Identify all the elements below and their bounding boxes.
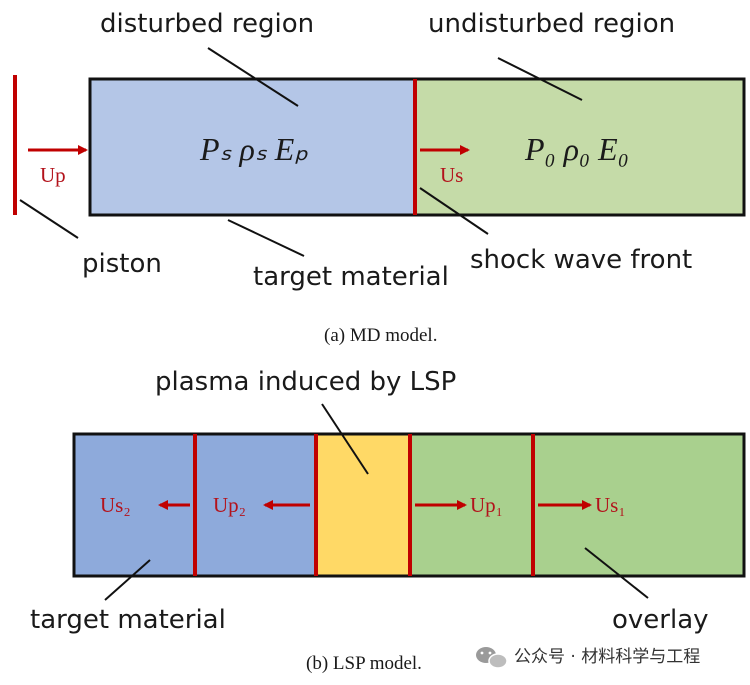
lsp-caption: (b) LSP model. xyxy=(306,653,422,674)
up1-label: Up₁ xyxy=(470,493,503,517)
us-label: Us xyxy=(440,163,463,187)
disturbed-region xyxy=(90,79,415,215)
plasma-leader xyxy=(321,403,369,475)
undisturbed-leader xyxy=(497,57,583,101)
watermark: 公众号 · 材料科学与工程 xyxy=(476,647,700,669)
undisturbed-region-label: undisturbed region xyxy=(428,9,675,39)
md-model-diagram: Up Us Pₛ ρₛ Eₚ P₀ ρ₀ E₀ disturbed region… xyxy=(13,9,746,346)
lsp-model-diagram: Us₂ Up₂ Up₁ Us₁ plasma induced by LSP ta… xyxy=(30,367,746,674)
shock-front-leader xyxy=(419,187,489,235)
watermark-text: 公众号 · 材料科学与工程 xyxy=(514,647,700,667)
plasma-label: plasma induced by LSP xyxy=(155,367,456,397)
plasma-region xyxy=(316,434,410,576)
disturbed-vars: Pₛ ρₛ Eₚ xyxy=(199,131,308,167)
md-caption: (a) MD model. xyxy=(324,325,437,346)
us1-label: Us₁ xyxy=(595,493,626,517)
shock-front-label: shock wave front xyxy=(470,245,692,275)
lsp-target-label: target material xyxy=(30,605,226,635)
lsp-target-leader xyxy=(104,559,151,601)
piston-leader xyxy=(19,199,79,239)
us2-label: Us₂ xyxy=(100,493,131,517)
wechat-icon xyxy=(476,647,508,669)
piston-label: piston xyxy=(82,249,162,279)
up2-label: Up₂ xyxy=(213,493,246,517)
undisturbed-vars: P₀ ρ₀ E₀ xyxy=(524,131,629,167)
overlay-leader xyxy=(584,547,649,599)
target-label: target material xyxy=(253,262,449,292)
disturbed-region-label: disturbed region xyxy=(100,9,314,39)
target-leader xyxy=(227,219,305,257)
overlay-label: overlay xyxy=(612,605,709,635)
disturbed-leader xyxy=(207,47,299,107)
up-label: Up xyxy=(40,163,66,187)
